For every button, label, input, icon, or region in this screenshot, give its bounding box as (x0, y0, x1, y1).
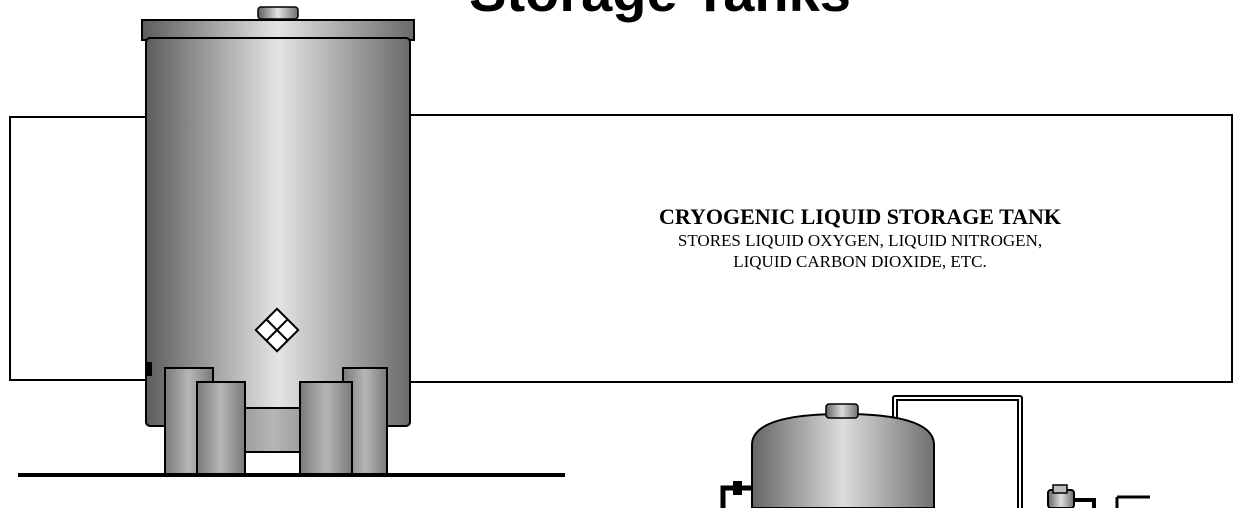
small-tank-nozzle (825, 403, 859, 419)
callout-text: CRYOGENIC LIQUID STORAGE TANK STORES LIQ… (520, 204, 1200, 272)
callout-box (399, 114, 1233, 383)
tank-top-nozzle (257, 6, 299, 20)
left-label-box (9, 116, 161, 381)
small-storage-tank (720, 395, 1150, 508)
tank-leg-left-inner (196, 381, 246, 475)
tank-leg-right-inner (299, 381, 353, 475)
diamond-grid-icon (254, 307, 300, 353)
small-tank-left-pipe (720, 485, 752, 508)
small-tank-dome (751, 412, 935, 508)
cryogenic-storage-tank (141, 6, 415, 475)
callout-title: CRYOGENIC LIQUID STORAGE TANK (658, 204, 1062, 229)
callout-description-line-1: STORES LIQUID OXYGEN, LIQUID NITROGEN, (677, 231, 1043, 250)
tank-side-valve (147, 362, 152, 376)
callout-description-line-2: LIQUID CARBON DIOXIDE, ETC. (733, 252, 987, 271)
page-title: Storage Tanks (330, 0, 990, 20)
regulator-outlet-pipe (1074, 498, 1096, 508)
small-tank-left-valve (733, 481, 742, 495)
regulator-cap (1052, 484, 1068, 494)
